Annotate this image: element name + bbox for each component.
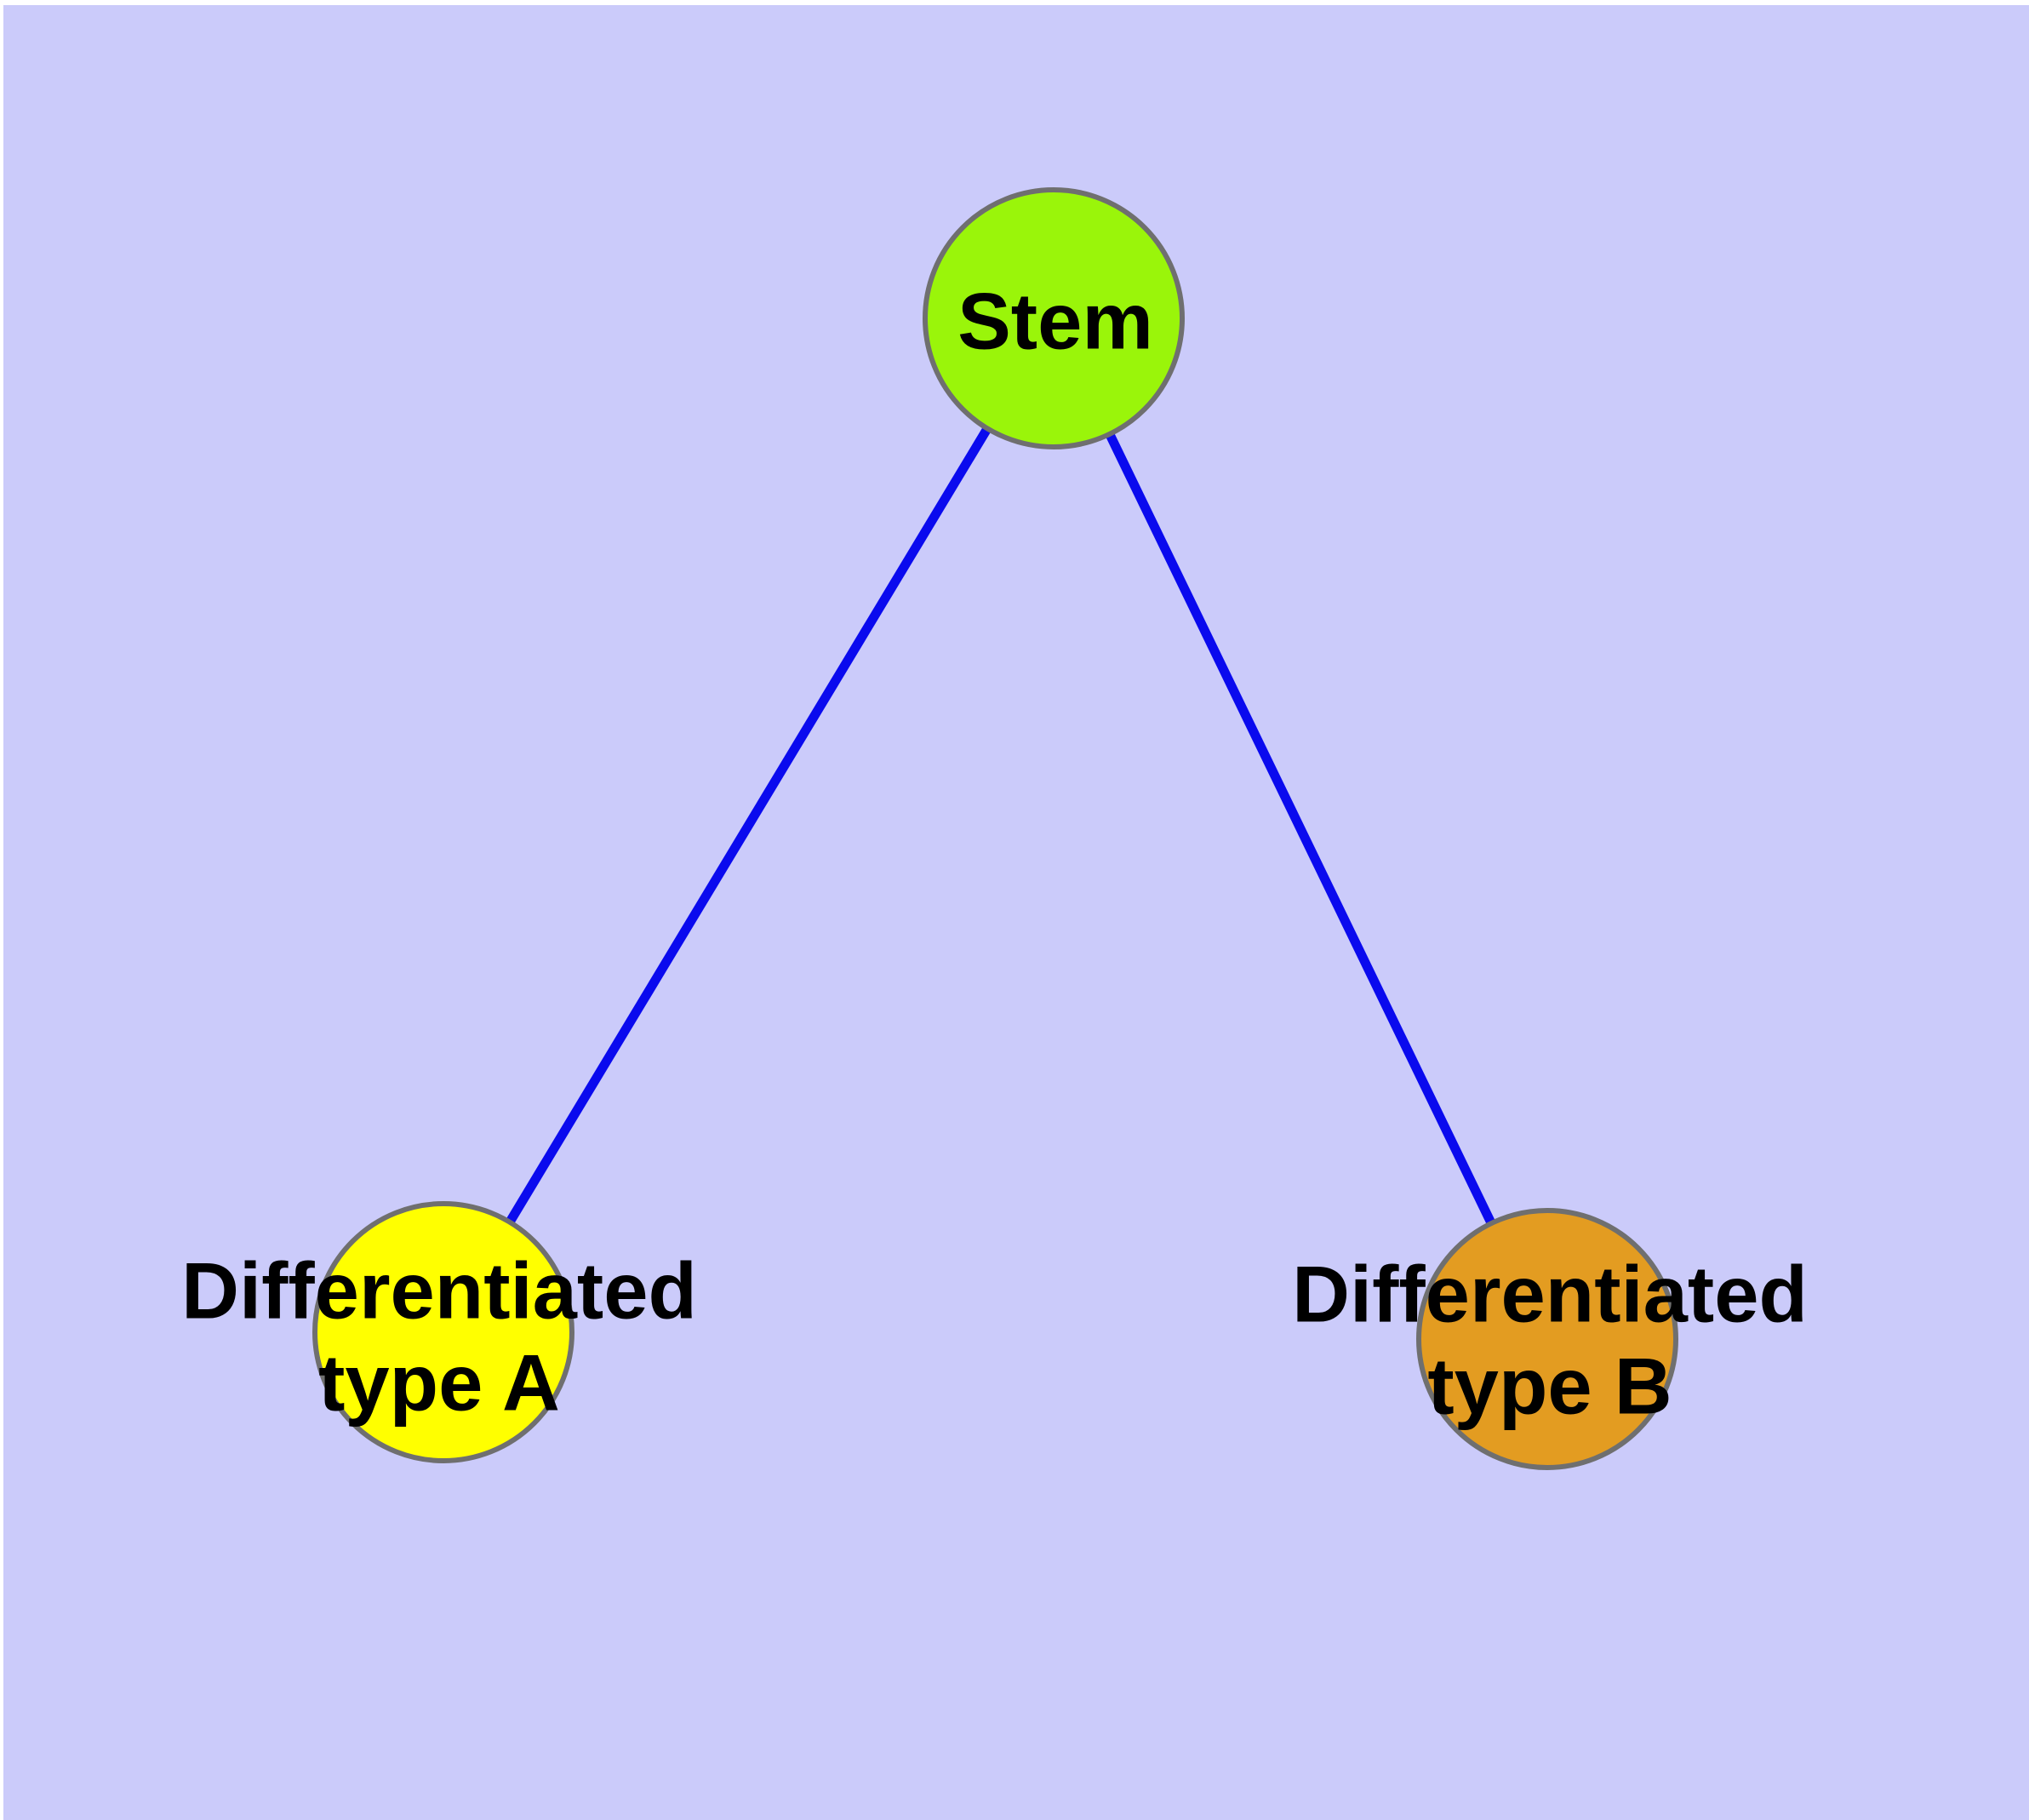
node-type-a-label-line2: type A — [318, 1338, 560, 1428]
node-type-a-label-line1: Differentiated — [181, 1246, 697, 1336]
node-stem-label: Stem — [957, 277, 1153, 366]
edge-stem-to-type-b — [1049, 316, 1552, 1342]
node-type-b-label-line1: Differentiated — [1292, 1250, 1808, 1339]
node-type-b-label-line2: type B — [1427, 1342, 1672, 1431]
edge-stem-to-type-a — [439, 316, 1058, 1335]
node-differentiated-type-b — [1416, 1208, 1678, 1470]
node-stem — [923, 187, 1185, 449]
node-differentiated-type-a — [312, 1201, 574, 1463]
